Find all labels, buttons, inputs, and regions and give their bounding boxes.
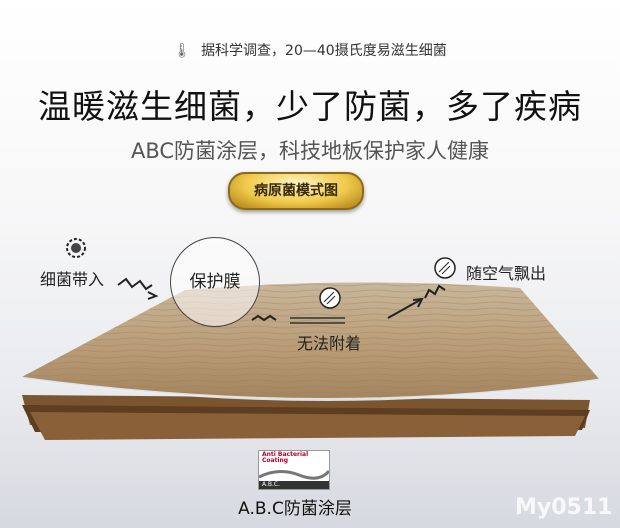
protective-film-edge	[19, 376, 601, 402]
bacteria-icon	[66, 238, 86, 258]
arrow-out	[387, 299, 421, 319]
label-bacteria-in: 细菌带入	[40, 270, 105, 289]
thermometer-icon: 🌡	[173, 43, 192, 59]
watermark: My0511	[515, 495, 613, 520]
pathogen-diagram-badge: 病原菌模式图	[228, 172, 364, 210]
wave-blocked	[251, 314, 277, 322]
floor-planks	[22, 395, 590, 440]
survey-note: 🌡 据科学调查，20—40摄氏度易滋生细菌	[0, 40, 620, 60]
arrow-in	[117, 277, 153, 291]
label-cannot-attach: 无法附着	[297, 334, 362, 353]
headline: 温暖滋生细菌，少了防菌，多了疾病	[38, 87, 582, 126]
protective-film-magnifier: 保护膜	[170, 237, 260, 327]
logo-bar: A.B.C.	[259, 481, 329, 489]
bacteria-icon	[434, 257, 456, 279]
bacteria-icon	[319, 287, 341, 309]
logo-line2: Coating	[262, 457, 289, 464]
label-float-out: 随空气飘出	[466, 264, 547, 283]
subtitle: ABC防菌涂层，科技地板保护家人健康	[130, 139, 490, 163]
logo-caption: A.B.C防菌涂层	[238, 499, 352, 519]
logo-line1: Anti Bacterial	[262, 451, 309, 458]
survey-note-text: 据科学调查，20—40摄氏度易滋生细菌	[201, 43, 447, 59]
